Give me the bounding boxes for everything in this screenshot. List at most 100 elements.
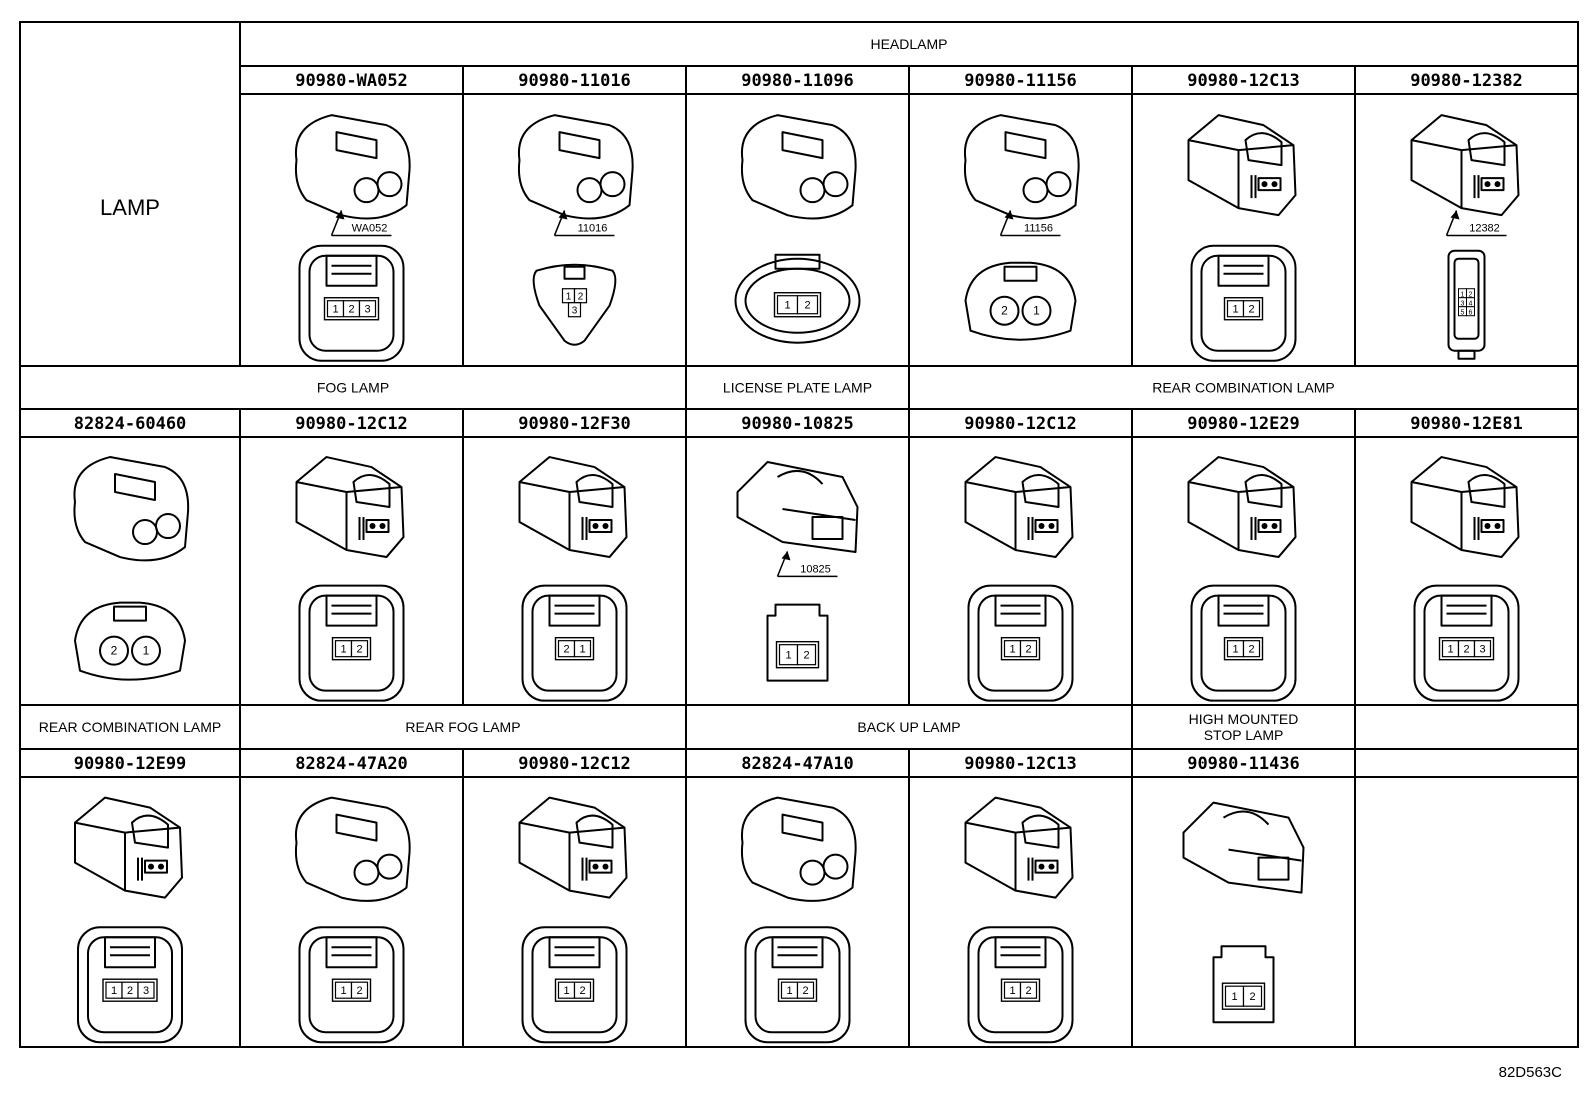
part-number: 90980-12F30 (518, 414, 631, 434)
pin-number: 2 (1248, 644, 1254, 656)
part-number: 90980-12382 (1410, 71, 1523, 91)
pin-number: 4 (1469, 301, 1473, 308)
arrow-head (335, 210, 345, 220)
pin-housing (1223, 297, 1264, 321)
connector-body (1410, 456, 1520, 559)
face-outline (1413, 584, 1520, 702)
pin-number: 2 (356, 985, 362, 997)
pin-number: 1 (1461, 292, 1465, 299)
pin-socket (158, 863, 164, 870)
pin-box (1242, 640, 1261, 658)
pin-housing (1221, 982, 1266, 1010)
pin-number: 1 (143, 644, 150, 658)
latch (1217, 594, 1270, 627)
pin-number: 2 (579, 985, 585, 997)
pin-socket (379, 523, 386, 530)
drawing-cell (1354, 93, 1579, 367)
pin-number: 1 (1447, 644, 1453, 656)
pin-housing (775, 640, 820, 669)
pin-number: 1 (1231, 991, 1237, 1003)
latch-lines (1000, 946, 1041, 957)
pin-box (1019, 981, 1038, 999)
arrow-head (558, 210, 568, 220)
pin-socket (376, 853, 403, 880)
lamp-label: LAMP (100, 195, 160, 220)
connector-body (1187, 456, 1297, 559)
group-header-label: REAR COMBINATION LAMP (39, 719, 222, 735)
drawing-cell (1354, 776, 1579, 1048)
pin-socket (1045, 171, 1072, 198)
connector-cell (1354, 748, 1579, 1048)
drawing-code: 82D563C (1498, 1064, 1562, 1081)
pin-number: 2 (127, 985, 133, 997)
latch (1004, 131, 1047, 160)
connector-body (963, 114, 1080, 220)
pin-socket (822, 171, 849, 198)
connector-body (518, 796, 628, 899)
pin-socket (376, 171, 403, 198)
group-header-label: BACK UP LAMP (857, 719, 960, 735)
pin-box (1473, 640, 1492, 658)
pin-number: 1 (1009, 985, 1015, 997)
callout-label: 12382 (1469, 222, 1500, 234)
latch (325, 936, 378, 969)
face-outline (766, 603, 829, 682)
pin-box (1242, 300, 1261, 318)
group-header-label: STOP LAMP (1204, 727, 1284, 743)
connector-body (294, 114, 411, 220)
part-number: 90980-12C12 (295, 414, 408, 434)
pin-number: 1 (785, 650, 791, 662)
edge-line (1188, 139, 1294, 152)
pin-number: 6 (1469, 310, 1473, 317)
pin-housing (331, 978, 372, 1002)
pin-number: 1 (340, 985, 346, 997)
latch (781, 813, 824, 842)
latch (1003, 265, 1038, 282)
latch (558, 131, 601, 160)
pin-socket (1494, 523, 1501, 530)
part-number: 90980-12C13 (1187, 71, 1300, 91)
rib-lines (1250, 175, 1257, 199)
pin-number: 1 (1033, 304, 1040, 318)
latch (1244, 474, 1283, 509)
part-number: 90980-WA052 (295, 71, 408, 91)
connector-body (736, 461, 859, 554)
drawing-cell (462, 776, 687, 1048)
pin-housing (554, 978, 595, 1002)
pin-socket (599, 171, 626, 198)
part-number: 90980-11436 (1187, 754, 1300, 774)
latch-lines (1446, 604, 1487, 615)
latch-lines (110, 946, 150, 957)
pin-socket (592, 523, 599, 530)
drawing-cell (1354, 436, 1579, 706)
socket-face (811, 516, 844, 541)
pin-number: 1 (1232, 644, 1238, 656)
connector-body (740, 796, 857, 902)
pin-socket (131, 635, 161, 666)
rib-lines (1250, 517, 1257, 541)
pin-number: 2 (348, 304, 354, 316)
pin-number: 3 (1479, 644, 1485, 656)
pin-box (1242, 985, 1263, 1007)
pin-socket (148, 863, 154, 870)
pin-socket (1038, 863, 1045, 870)
rib-lines (1027, 857, 1034, 881)
latch-lines (554, 946, 595, 957)
latch (113, 605, 147, 622)
face-outline (521, 584, 628, 702)
socket-face (365, 519, 390, 534)
pin-box (358, 300, 377, 318)
socket-face (1034, 519, 1059, 534)
latch (114, 473, 156, 502)
pin-number: 2 (563, 644, 569, 656)
pin-number: 2 (578, 292, 584, 303)
